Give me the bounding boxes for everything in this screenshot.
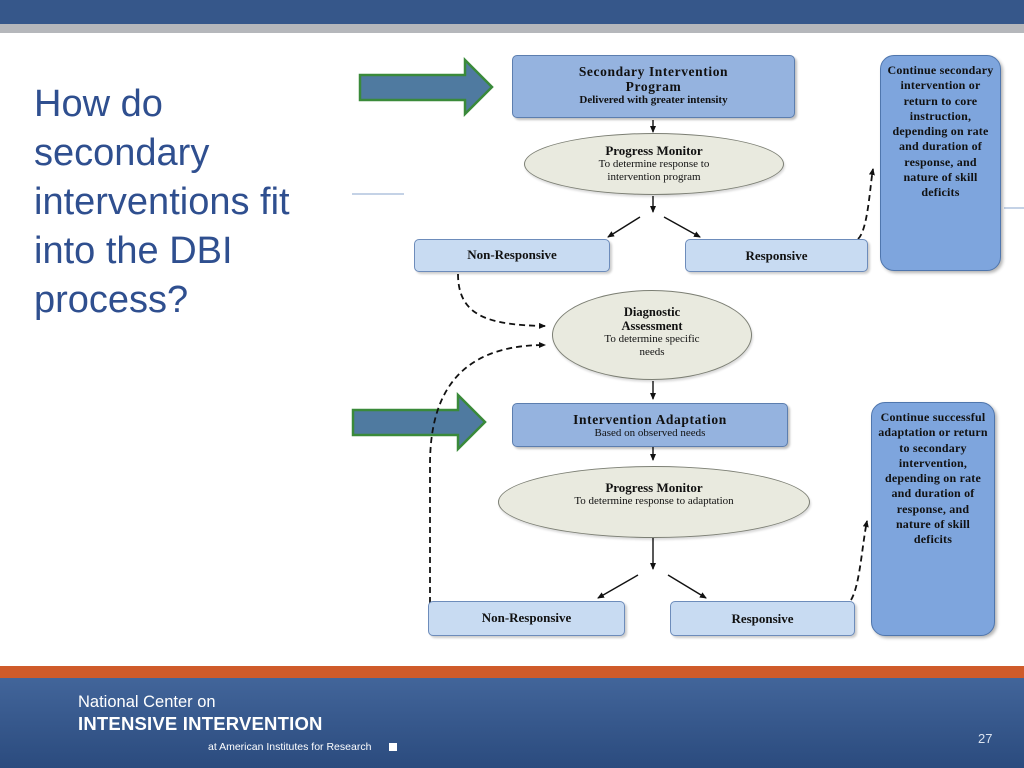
non-responsive-2-label: Non-Responsive [481,610,572,625]
footer-band: National Center on INTENSIVE INTERVENTIO… [0,678,1024,768]
continue-secondary-text: Continue secondary intervention or retur… [887,63,994,200]
intervention-adaptation-title: Intervention Adaptation [573,412,727,427]
slide-number: 27 [978,731,993,746]
connector-split2-left [597,574,639,599]
dashed-nonresponsive2-to-diagnostic [429,342,546,603]
progress-monitor-1-subtitle: To determine response to intervention pr… [598,158,710,183]
intervention-adaptation-subtitle: Based on observed needs [594,427,706,439]
connector-split2-right [667,574,707,599]
diagnostic-assessment-ellipse: Diagnostic Assessment To determine speci… [552,290,752,380]
connector-split1-left [607,216,641,238]
responsive-2-label: Responsive [731,611,794,626]
decorative-line-right [1004,207,1024,209]
org-name-line2: INTENSIVE INTERVENTION [78,713,323,734]
diagnostic-assessment-subtitle: To determine specific needs [604,333,700,358]
connector-split1-right [663,216,701,238]
progress-monitor-1-title: Progress Monitor [605,143,703,158]
intervention-adaptation-box: Intervention Adaptation Based on observe… [512,403,788,447]
pointer-arrow-bottom [351,391,487,453]
continue-adaptation-box: Continue successful adaptation or return… [871,402,995,636]
decorative-line-left [352,193,404,195]
pointer-arrow-top [358,56,494,118]
responsive-2-box: Responsive [670,601,855,636]
non-responsive-1-label: Non-Responsive [467,247,557,262]
diagnostic-assessment-title: Diagnostic Assessment [621,305,683,333]
dbi-flowchart: Secondary Intervention Program Delivered… [340,45,1024,645]
progress-monitor-2-subtitle: To determine response to adaptation [574,495,734,507]
non-responsive-1-box: Non-Responsive [414,239,610,272]
progress-monitor-2-title: Progress Monitor [605,480,703,495]
secondary-program-box: Secondary Intervention Program Delivered… [512,55,795,118]
continue-adaptation-text: Continue successful adaptation or return… [878,410,988,547]
header-band [0,0,1024,24]
flowchart-connectors [351,56,875,603]
header-divider [0,24,1024,33]
progress-monitor-1-ellipse: Progress Monitor To determine response t… [524,133,784,195]
non-responsive-2-box: Non-Responsive [428,601,625,636]
dashed-responsive1-to-continue [857,168,875,240]
org-name-line1: National Center on [78,693,216,711]
responsive-1-box: Responsive [685,239,868,272]
org-affiliation: at American Institutes for Research [208,741,372,753]
secondary-program-title: Secondary Intervention Program [578,64,729,94]
dashed-nonresponsive1-to-diagnostic [457,273,546,329]
progress-monitor-2-ellipse: Progress Monitor To determine response t… [498,466,810,538]
secondary-program-subtitle: Delivered with greater intensity [579,94,728,106]
responsive-1-label: Responsive [745,248,808,263]
square-icon [389,743,397,751]
slide-title: How do secondary interventions fit into … [34,83,290,321]
continue-secondary-box: Continue secondary intervention or retur… [880,55,1001,271]
dashed-responsive2-to-continue [850,520,869,601]
footer-accent-stripe [0,666,1024,678]
